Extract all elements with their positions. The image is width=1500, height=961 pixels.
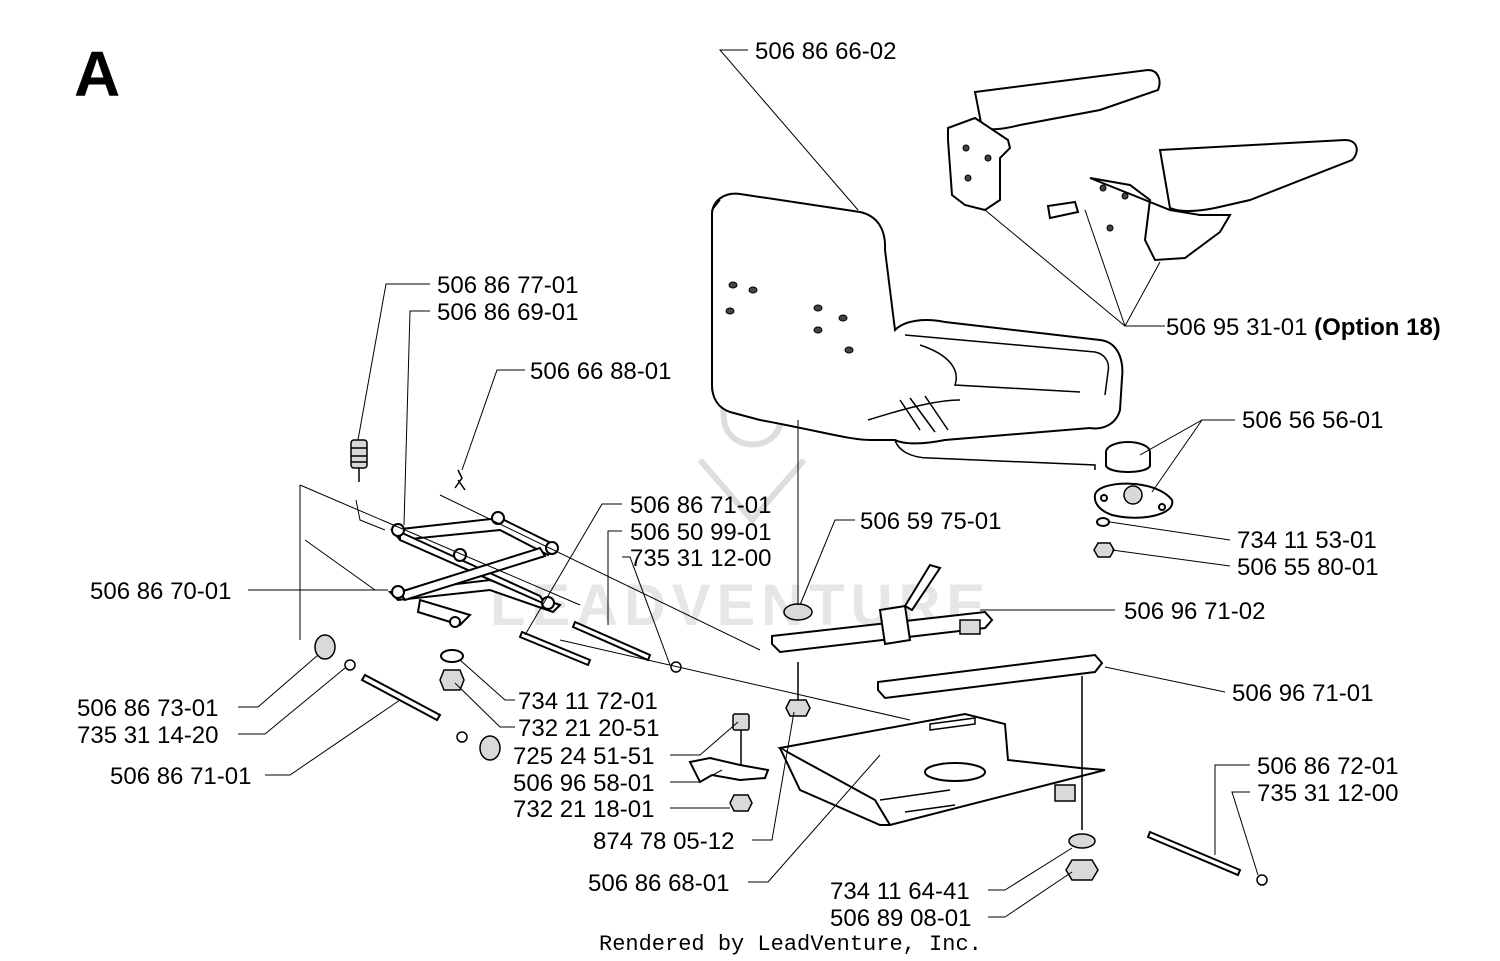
label-switch: 506 56 56-01 (1242, 407, 1383, 434)
label-base-plate: 506 86 68-01 (588, 870, 729, 897)
seat-illustration (711, 192, 1124, 470)
label-armrest: 506 95 31-01 (Option 18) (1166, 314, 1441, 341)
label-nut-small: 732 21 18-01 (513, 796, 654, 823)
label-bolt-center: 874 78 05-12 (593, 828, 734, 855)
label-washer-bottom: 734 11 64-41 (830, 878, 970, 905)
label-slide-lower: 506 96 71-01 (1232, 680, 1373, 707)
label-washer-mid: 734 11 72-01 (518, 688, 658, 715)
label-clip-left: 735 31 14-20 (77, 722, 218, 749)
label-bolt-small: 725 24 51-51 (513, 743, 654, 770)
label-nut-bottom: 506 89 08-01 (830, 905, 971, 932)
part-labels: 506 86 66-02 506 95 31-01 (Option 18) 50… (77, 38, 1441, 932)
small-bracket-illustration (688, 713, 770, 812)
label-clip-right: 735 31 12-00 (1257, 780, 1398, 807)
armrest-illustration (947, 68, 1358, 262)
label-link-right: 506 66 88-01 (530, 358, 671, 385)
switch-illustration (1093, 441, 1174, 558)
label-nut-switch: 506 55 80-01 (1237, 554, 1378, 581)
bottom-washer-nut-illustration (1065, 676, 1099, 881)
label-armrest-number: 506 95 31-01 (1166, 314, 1307, 341)
spacers-illustration (314, 634, 501, 761)
watermark-v-icon (697, 458, 807, 525)
label-bushing-upper: 506 50 99-01 (630, 519, 771, 546)
label-link-left: 506 86 69-01 (437, 299, 578, 326)
label-rod-upper: 506 86 71-01 (630, 492, 771, 519)
label-rod-lower: 506 86 71-01 (110, 763, 251, 790)
label-washer-seat: 506 59 75-01 (860, 508, 1001, 535)
label-clip-upper: 735 31 12-00 (630, 545, 771, 572)
label-stop-bolt: 506 86 77-01 (437, 272, 578, 299)
stop-bolt-illustration (350, 439, 368, 482)
label-rod-right: 506 86 72-01 (1257, 753, 1398, 780)
center-bolt-illustration (783, 603, 813, 717)
upper-slide-illustration (771, 563, 994, 654)
label-armrest-option: (Option 18) (1314, 314, 1441, 341)
label-spacer: 506 86 73-01 (77, 695, 218, 722)
footer-credit: Rendered by LeadVenture, Inc. (599, 932, 982, 957)
scissor-frame-illustration (387, 469, 562, 628)
leader-lines (238, 49, 1259, 918)
label-link-frame: 506 86 70-01 (90, 578, 231, 605)
section-letter: A (74, 38, 120, 110)
lower-slide-illustration (877, 653, 1104, 700)
label-washer-switch: 734 11 53-01 (1237, 527, 1377, 554)
rods-illustration (360, 620, 1268, 886)
label-nut-mid: 732 21 20-51 (518, 715, 659, 742)
label-slide-upper: 506 96 71-02 (1124, 598, 1265, 625)
washer-nut-mid-illustration (439, 649, 465, 691)
label-bracket-small: 506 96 58-01 (513, 770, 654, 797)
base-plate-illustration (777, 712, 1106, 827)
label-seat: 506 86 66-02 (755, 38, 896, 65)
